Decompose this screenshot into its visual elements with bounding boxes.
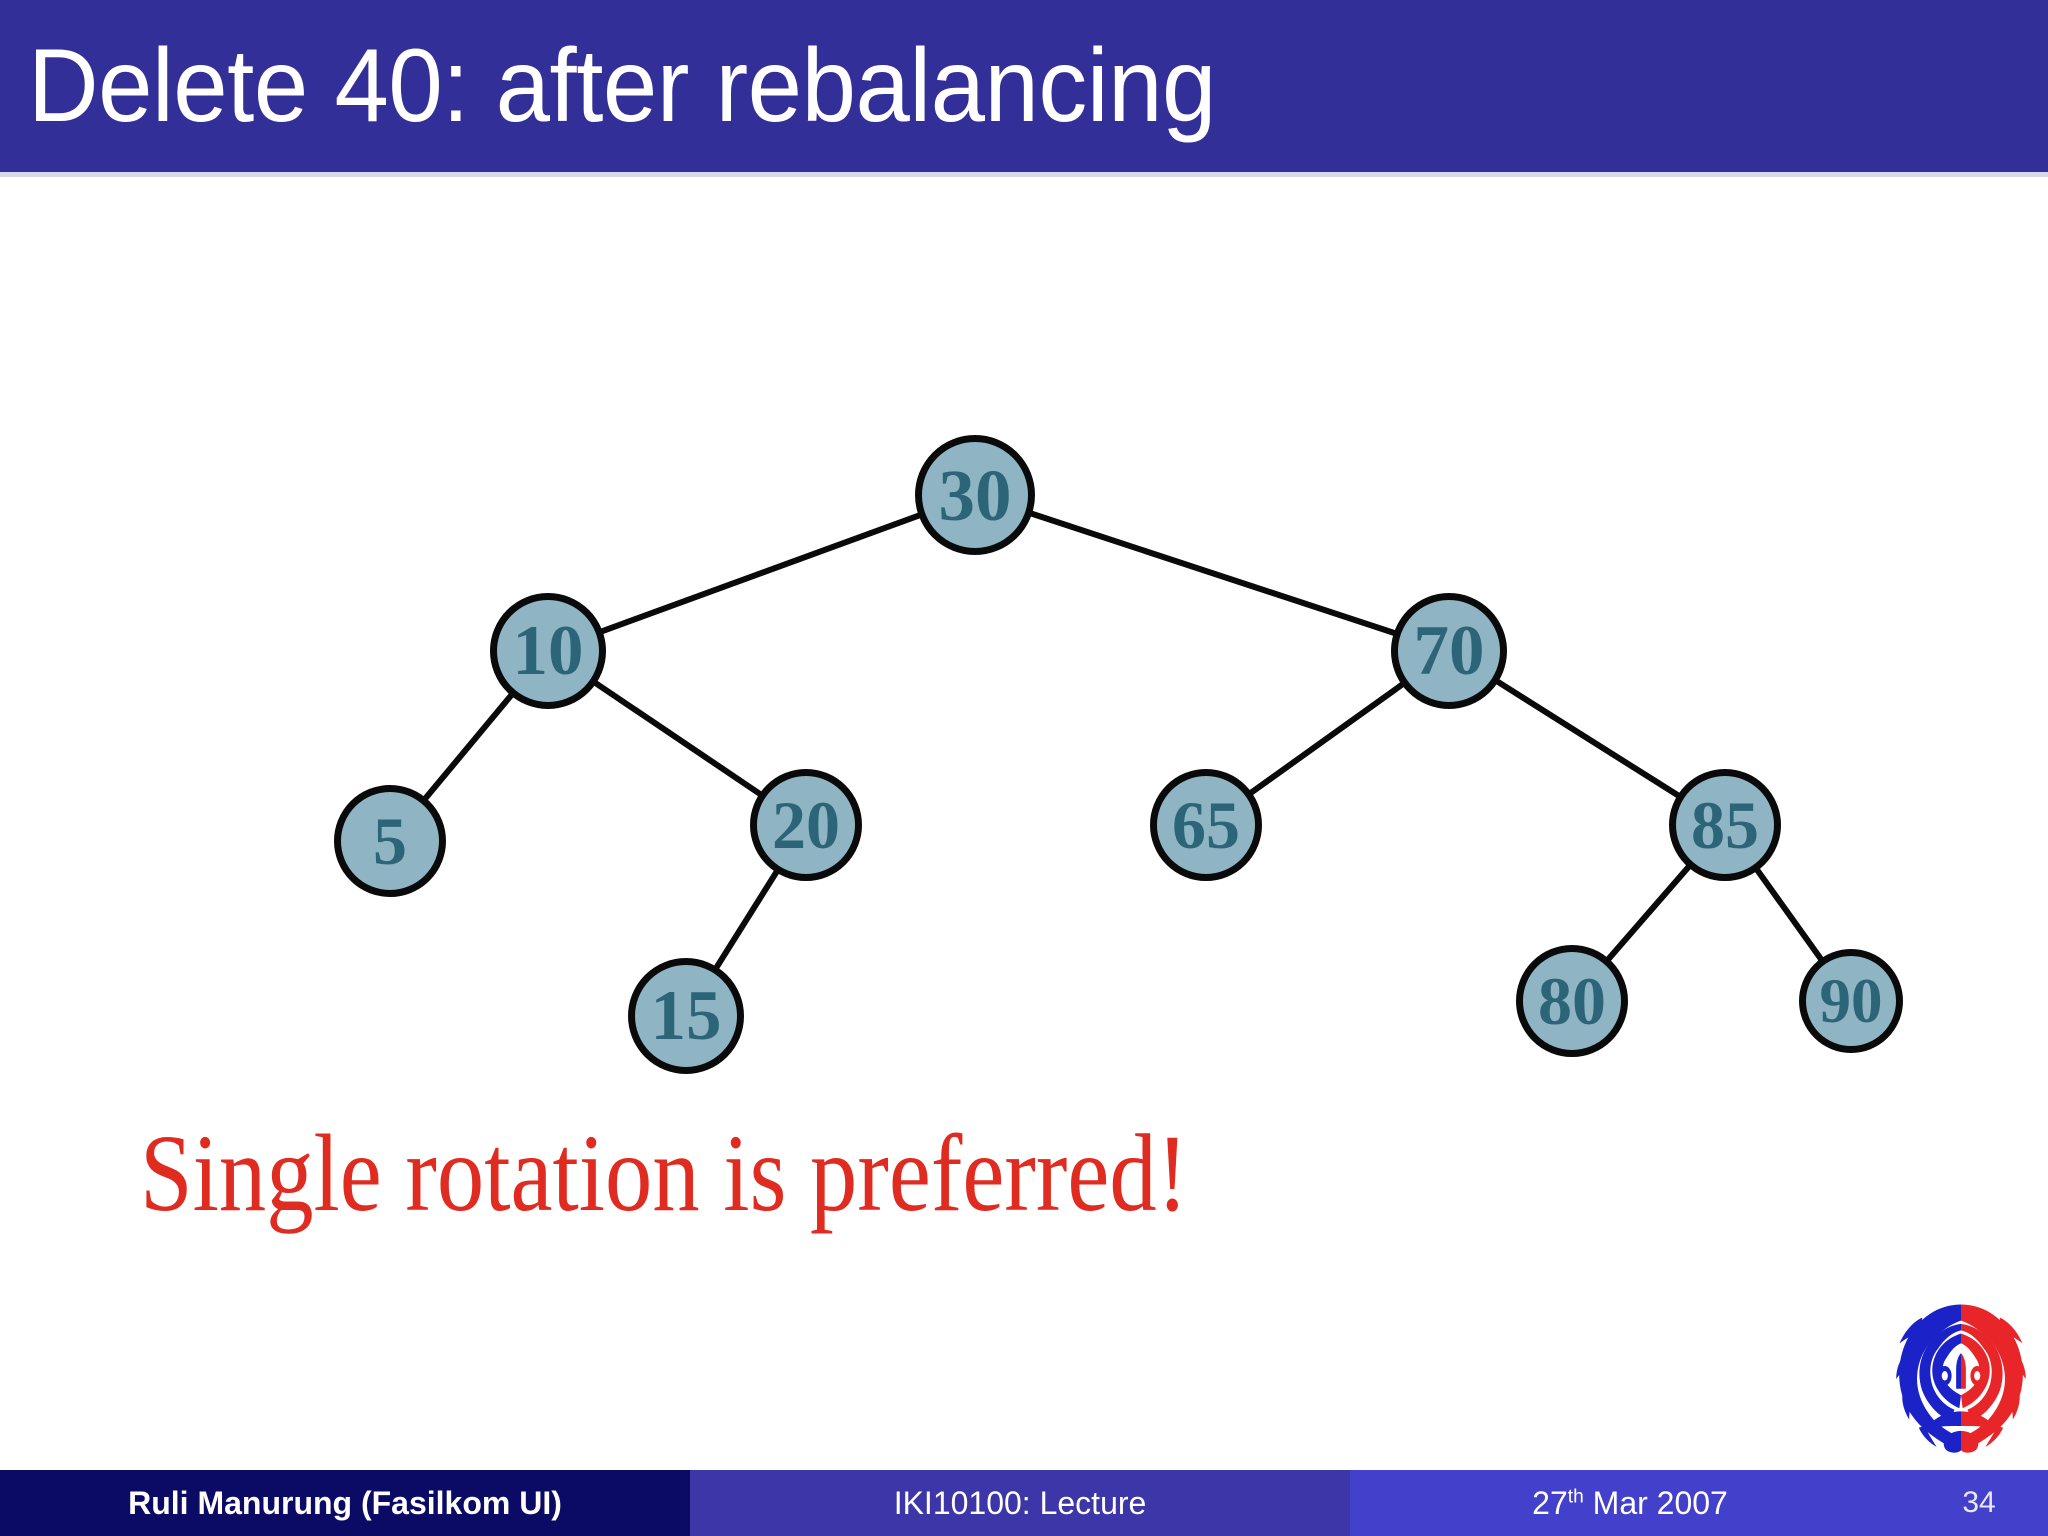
- tree-node-label: 90: [1819, 965, 1883, 1036]
- tree-edge-20-15: [712, 867, 781, 972]
- footer-course-label: IKI10100: Lecture: [893, 1484, 1147, 1521]
- tree-node-5: 5: [334, 785, 446, 897]
- tree-node-20: 20: [750, 769, 862, 881]
- footer-date-label: 27th Mar 2007: [1532, 1485, 1728, 1522]
- tree-edge-70-65: [1246, 680, 1407, 797]
- tree-node-label: 15: [650, 976, 722, 1055]
- tree-node-85: 85: [1669, 769, 1781, 881]
- tree-edge-85-80: [1604, 862, 1693, 964]
- footer-date-ordinal: th: [1567, 1485, 1584, 1507]
- footer-course: IKI10100: Lecture: [690, 1470, 1350, 1536]
- tree-edge-85-90: [1753, 865, 1825, 964]
- tree-edge-10-5: [421, 691, 516, 803]
- tree-node-80: 80: [1516, 945, 1628, 1057]
- footer-author-label: Ruli Manurung (Fasilkom UI): [128, 1484, 562, 1521]
- makara-left-half: [1896, 1304, 1961, 1453]
- tree-node-label: 20: [772, 787, 840, 863]
- tree-node-label: 30: [938, 454, 1012, 536]
- tree-node-15: 15: [628, 958, 744, 1074]
- tree-node-label: 10: [512, 611, 584, 690]
- caption-text: Single rotation is preferred!: [140, 1112, 1189, 1234]
- slide-page-number: 34: [1962, 1486, 1996, 1519]
- footer-bar: Ruli Manurung (Fasilkom UI) IKI10100: Le…: [0, 1470, 2048, 1536]
- title-bar-underline: [0, 172, 2048, 177]
- title-bar: Delete 40: after rebalancing: [0, 0, 2048, 172]
- tree-edge-30-10: [597, 511, 924, 635]
- tree-edge-10-20: [591, 679, 765, 798]
- footer-author: Ruli Manurung (Fasilkom UI): [0, 1470, 690, 1536]
- tree-node-90: 90: [1799, 949, 1903, 1053]
- tree-edge-30-70: [1027, 510, 1399, 637]
- tree-node-70: 70: [1391, 593, 1507, 709]
- tree-node-label: 5: [373, 803, 407, 879]
- footer-date-wrap: 27th Mar 2007: [1350, 1470, 1910, 1536]
- tree-node-label: 70: [1413, 611, 1485, 690]
- tree-node-10: 10: [490, 593, 606, 709]
- tree-node-label: 65: [1172, 787, 1240, 863]
- tree-edge-70-85: [1493, 677, 1683, 800]
- footer-date-rest: Mar 2007: [1583, 1484, 1728, 1521]
- footer-date-and-page: 27th Mar 2007 34: [1350, 1470, 2048, 1536]
- tree-node-label: 80: [1538, 963, 1606, 1039]
- tree-node-30: 30: [915, 435, 1035, 555]
- tree-node-label: 85: [1691, 787, 1759, 863]
- tree-node-65: 65: [1150, 769, 1262, 881]
- universitas-indonesia-makara-logo: [1878, 1298, 2044, 1460]
- footer-date-day: 27: [1532, 1484, 1568, 1521]
- makara-right-half: [1961, 1304, 2026, 1453]
- page-title: Delete 40: after rebalancing: [28, 28, 1216, 144]
